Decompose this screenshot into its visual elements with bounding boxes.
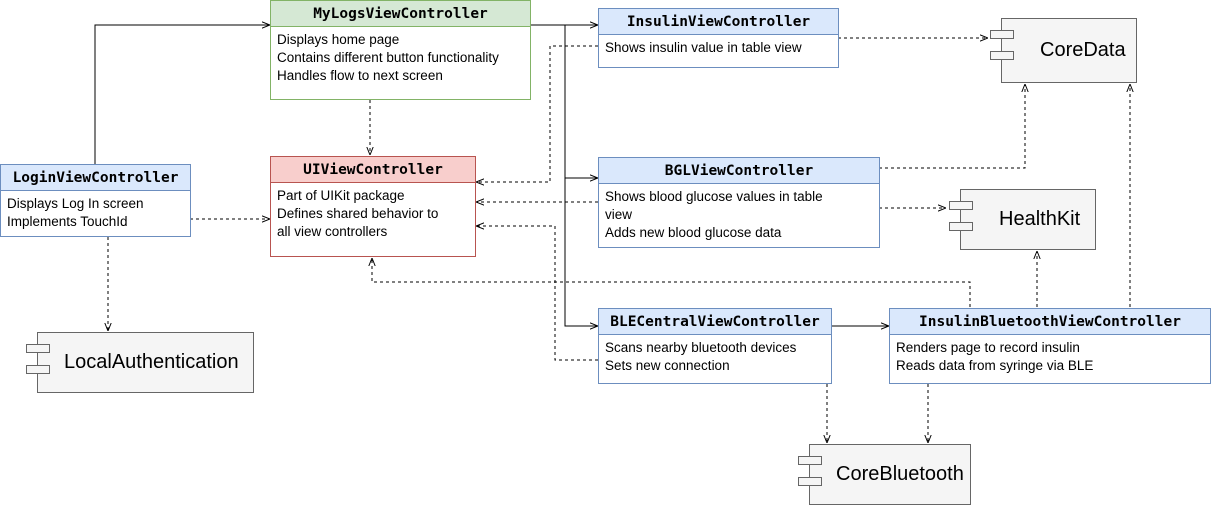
component-corebluetooth-label: CoreBluetooth: [836, 463, 964, 485]
class-blecentral-line: Sets new connection: [605, 358, 730, 373]
component-tab-icon: [949, 201, 973, 210]
class-mylogs-line: Handles flow to next screen: [277, 68, 443, 83]
class-mylogs-line: Displays home page: [277, 32, 400, 47]
edge-blecentral-inherits-uiview: [476, 226, 598, 361]
class-mylogs-body: Displays home page Contains different bu…: [271, 27, 530, 85]
component-localauth[interactable]: LocalAuthentication: [26, 332, 254, 393]
class-bgl-line: view: [605, 207, 633, 222]
component-coredata-label: CoreData: [1040, 39, 1126, 61]
class-insulinble[interactable]: InsulinBluetoothViewController Renders p…: [889, 308, 1211, 384]
component-coredata[interactable]: CoreData: [990, 18, 1137, 83]
component-tab-icon: [990, 30, 1014, 39]
class-bgl-line: Adds new blood glucose data: [605, 225, 782, 240]
class-insulin-body: Shows insulin value in table view: [599, 35, 838, 57]
edge-bgl-uses-coredata: [879, 84, 1025, 169]
component-healthkit-label: HealthKit: [999, 208, 1081, 230]
class-insulin[interactable]: InsulinViewController Shows insulin valu…: [598, 8, 839, 68]
class-insulin-title: InsulinViewController: [599, 9, 838, 35]
class-blecentral[interactable]: BLECentralViewController Scans nearby bl…: [598, 308, 832, 384]
class-login-body: Displays Log In screen Implements TouchI…: [1, 191, 190, 231]
edge-insulinble-inherits-uiview: [372, 258, 971, 307]
component-tab-icon: [990, 51, 1014, 60]
class-bgl-line: Shows blood glucose values in table: [605, 189, 823, 204]
class-insulinble-line: Reads data from syringe via BLE: [896, 358, 1094, 373]
class-insulinble-body: Renders page to record insulin Reads dat…: [890, 335, 1210, 375]
class-mylogs-title: MyLogsViewController: [271, 1, 530, 27]
class-blecentral-title: BLECentralViewController: [599, 309, 831, 335]
class-blecentral-body: Scans nearby bluetooth devices Sets new …: [599, 335, 831, 375]
class-uiview-line: Defines shared behavior to: [277, 206, 439, 221]
class-blecentral-line: Scans nearby bluetooth devices: [605, 340, 797, 355]
class-uiview-line: all view controllers: [277, 224, 388, 239]
component-tab-icon: [26, 344, 50, 353]
class-mylogs-line: Contains different button functionality: [277, 50, 499, 65]
class-uiview-line: Part of UIKit package: [277, 188, 405, 203]
class-login[interactable]: LoginViewController Displays Log In scre…: [0, 164, 191, 237]
edge-mylogs-to-bgl: [530, 24, 598, 178]
class-mylogs[interactable]: MyLogsViewController Displays home page …: [270, 0, 531, 100]
edge-mylogs-to-blecentral: [564, 178, 598, 326]
component-tab-icon: [26, 365, 50, 374]
class-bgl[interactable]: BGLViewController Shows blood glucose va…: [598, 157, 880, 248]
class-uiview-title: UIViewController: [271, 157, 475, 183]
class-login-title: LoginViewController: [1, 165, 190, 191]
class-uiview[interactable]: UIViewController Part of UIKit package D…: [270, 156, 476, 257]
class-uiview-body: Part of UIKit package Defines shared beh…: [271, 183, 475, 241]
class-bgl-title: BGLViewController: [599, 158, 879, 184]
component-tab-icon: [949, 222, 973, 231]
class-login-line: Implements TouchId: [7, 214, 128, 229]
edge-login-to-mylogs: [94, 25, 270, 164]
component-localauth-label: LocalAuthentication: [64, 351, 239, 373]
component-tab-icon: [798, 456, 822, 465]
class-insulin-line: Shows insulin value in table view: [605, 40, 802, 55]
class-insulinble-line: Renders page to record insulin: [896, 340, 1080, 355]
component-healthkit[interactable]: HealthKit: [949, 189, 1096, 250]
component-tab-icon: [798, 477, 822, 486]
component-corebluetooth[interactable]: CoreBluetooth: [798, 444, 971, 505]
class-login-line: Displays Log In screen: [7, 196, 144, 211]
class-insulinble-title: InsulinBluetoothViewController: [890, 309, 1210, 335]
class-bgl-body: Shows blood glucose values in table view…: [599, 184, 879, 242]
